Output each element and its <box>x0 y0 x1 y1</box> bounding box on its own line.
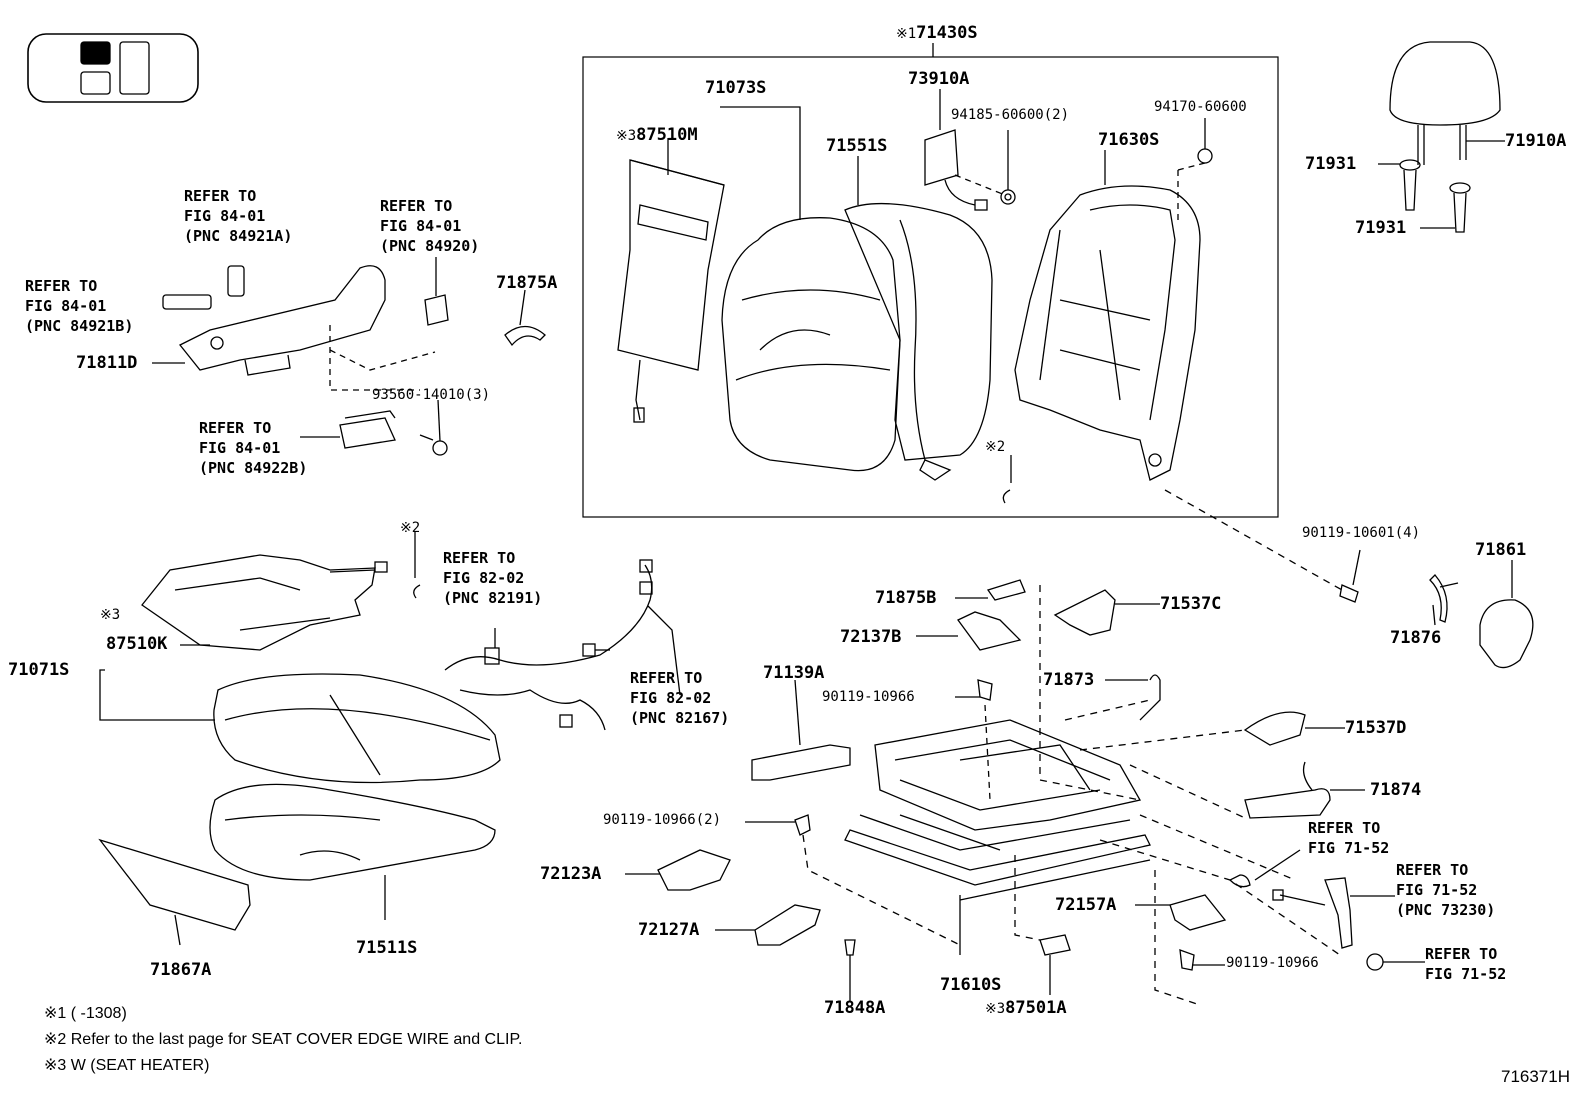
seatback-frame-71630S <box>1014 150 1201 481</box>
cushion-heater-87510K <box>141 554 388 651</box>
nut-71-52b <box>1366 953 1425 971</box>
refer-pnc-84922B[interactable]: REFER TO FIG 84-01 (PNC 84922B) <box>199 419 308 477</box>
label-mark2-cushion: ※2 <box>400 520 421 536</box>
label-90119-10966-bottom: 90119-10966 <box>1226 955 1319 971</box>
refer-pnc-82167[interactable]: REFER TO FIG 82-02 (PNC 82167) <box>630 669 730 727</box>
footnote-3: ※3 W (SEAT HEATER) <box>44 1057 210 1074</box>
label-71867A: 71867A <box>150 960 212 980</box>
refer-pnc-84921B[interactable]: REFER TO FIG 84-01 (PNC 84921B) <box>25 277 134 335</box>
label-71551S: 71551S <box>826 136 888 156</box>
label-71139A: 71139A <box>763 663 825 683</box>
clip-mark2-cushion <box>413 584 421 599</box>
nut-94170 <box>1177 118 1213 225</box>
cover-71875A <box>504 289 546 347</box>
headrest-71910A <box>1389 41 1505 165</box>
label-71931-lower: 71931 <box>1355 218 1407 238</box>
label-71610S: 71610S <box>940 975 1002 995</box>
cover-71876 <box>1429 574 1459 626</box>
clip-71-52a <box>1099 839 1341 956</box>
refer-pnc-82191[interactable]: REFER TO FIG 82-02 (PNC 82191) <box>443 549 543 607</box>
label-71537D: 71537D <box>1345 718 1407 738</box>
seatback-heater-87510M <box>617 138 725 423</box>
cover-71873 <box>1064 674 1161 721</box>
refer-fig-71-52-b[interactable]: REFER TO FIG 71-52 <box>1425 945 1507 983</box>
label-87501A: ※387501A <box>985 998 1067 1018</box>
cover-71874 <box>1129 761 1365 819</box>
label-71875A: 71875A <box>496 273 558 293</box>
screw-93560 <box>419 399 448 456</box>
cover-72137B <box>916 611 1022 651</box>
label-72127A: 72127A <box>638 920 700 940</box>
label-71848A: 71848A <box>824 998 886 1018</box>
refer-pnc-84921A[interactable]: REFER TO FIG 84-01 (PNC 84921A) <box>184 187 293 245</box>
label-73910A: 73910A <box>908 69 970 89</box>
footnote-1: ※1 ( -1308) <box>44 1005 127 1022</box>
label-71430S: ※171430S <box>896 23 978 43</box>
label-71910A: 71910A <box>1505 131 1567 151</box>
label-71811D: 71811D <box>76 353 138 373</box>
cover-71537D <box>1079 711 1345 751</box>
label-94170-60600: 94170-60600 <box>1154 99 1247 115</box>
cover-71861 <box>1479 560 1534 669</box>
label-71630S: 71630S <box>1098 130 1160 150</box>
label-90119-10966-top: 90119-10966 <box>822 689 915 705</box>
label-72157A: 72157A <box>1055 895 1117 915</box>
label-87510K: 87510K <box>106 634 168 654</box>
label-71875B: 71875B <box>875 588 937 608</box>
switch-84922B <box>300 410 396 449</box>
label-71931-upper: 71931 <box>1305 154 1357 174</box>
label-94185-60600: 94185-60600(2) <box>951 107 1070 123</box>
side-cover-71867A <box>98 838 251 946</box>
nut-94185 <box>1000 130 1016 205</box>
wire-harness-82191 <box>444 559 681 731</box>
cover-72157A <box>1135 894 1227 931</box>
label-71511S: 71511S <box>356 938 418 958</box>
seatbelt-buckle-73230 <box>1272 877 1395 949</box>
seat-frame-71610S <box>844 719 1151 955</box>
side-shield-71811D <box>152 265 436 391</box>
label-mark3-87510K: ※3 <box>100 607 121 623</box>
figure-id: 716371H <box>1500 1067 1570 1086</box>
cushion-pad-71511S <box>209 783 496 920</box>
label-71071S: 71071S <box>8 660 70 680</box>
seatback-pad-71551S <box>844 156 993 481</box>
knob-84920 <box>424 257 449 326</box>
label-72137B: 72137B <box>840 627 902 647</box>
bolt-90119-10966-top <box>955 679 993 801</box>
refer-fig-71-52-a[interactable]: REFER TO FIG 71-52 <box>1308 819 1390 857</box>
seatback-cover-71073S <box>720 106 901 472</box>
label-71874: 71874 <box>1370 780 1422 800</box>
clip-71848A <box>844 939 856 1002</box>
label-87510M: ※387510M <box>616 125 698 145</box>
refer-pnc-84920[interactable]: REFER TO FIG 84-01 (PNC 84920) <box>380 197 480 255</box>
cover-71537C <box>1039 585 1160 801</box>
bolt-90119-10966-2 <box>745 814 961 946</box>
label-71876: 71876 <box>1390 628 1442 648</box>
seatback-group-box <box>582 56 1279 518</box>
label-mark2-back: ※2 <box>985 439 1006 455</box>
label-90119-10601: 90119-10601(4) <box>1302 525 1421 541</box>
refer-pnc-73230[interactable]: REFER TO FIG 71-52 (PNC 73230) <box>1396 861 1496 919</box>
bolt-90119-10601 <box>1164 489 1361 603</box>
label-93560-14010: 93560-14010(3) <box>372 387 491 403</box>
clip-mark2-back <box>1002 489 1011 504</box>
headrest-support-71931 <box>1378 159 1471 233</box>
seat-position-icon <box>27 33 199 103</box>
cover-72123A <box>625 849 731 891</box>
label-71873: 71873 <box>1043 670 1095 690</box>
bolt-90119-10966-bottom <box>1154 870 1225 1006</box>
seat-heater-switch-73910A <box>924 89 1006 211</box>
label-90119-10966-2: 90119-10966(2) <box>603 812 722 828</box>
label-71537C: 71537C <box>1160 594 1222 614</box>
label-72123A: 72123A <box>540 864 602 884</box>
label-71073S: 71073S <box>705 78 767 98</box>
footnote-2: ※2 Refer to the last page for SEAT COVER… <box>44 1031 523 1048</box>
cover-71875B <box>955 579 1026 601</box>
sensor-87501A <box>1014 855 1071 995</box>
cover-71139A <box>751 679 851 781</box>
label-71861: 71861 <box>1475 540 1527 560</box>
cover-72127A <box>715 904 821 946</box>
cushion-cover-71071S <box>99 669 501 784</box>
